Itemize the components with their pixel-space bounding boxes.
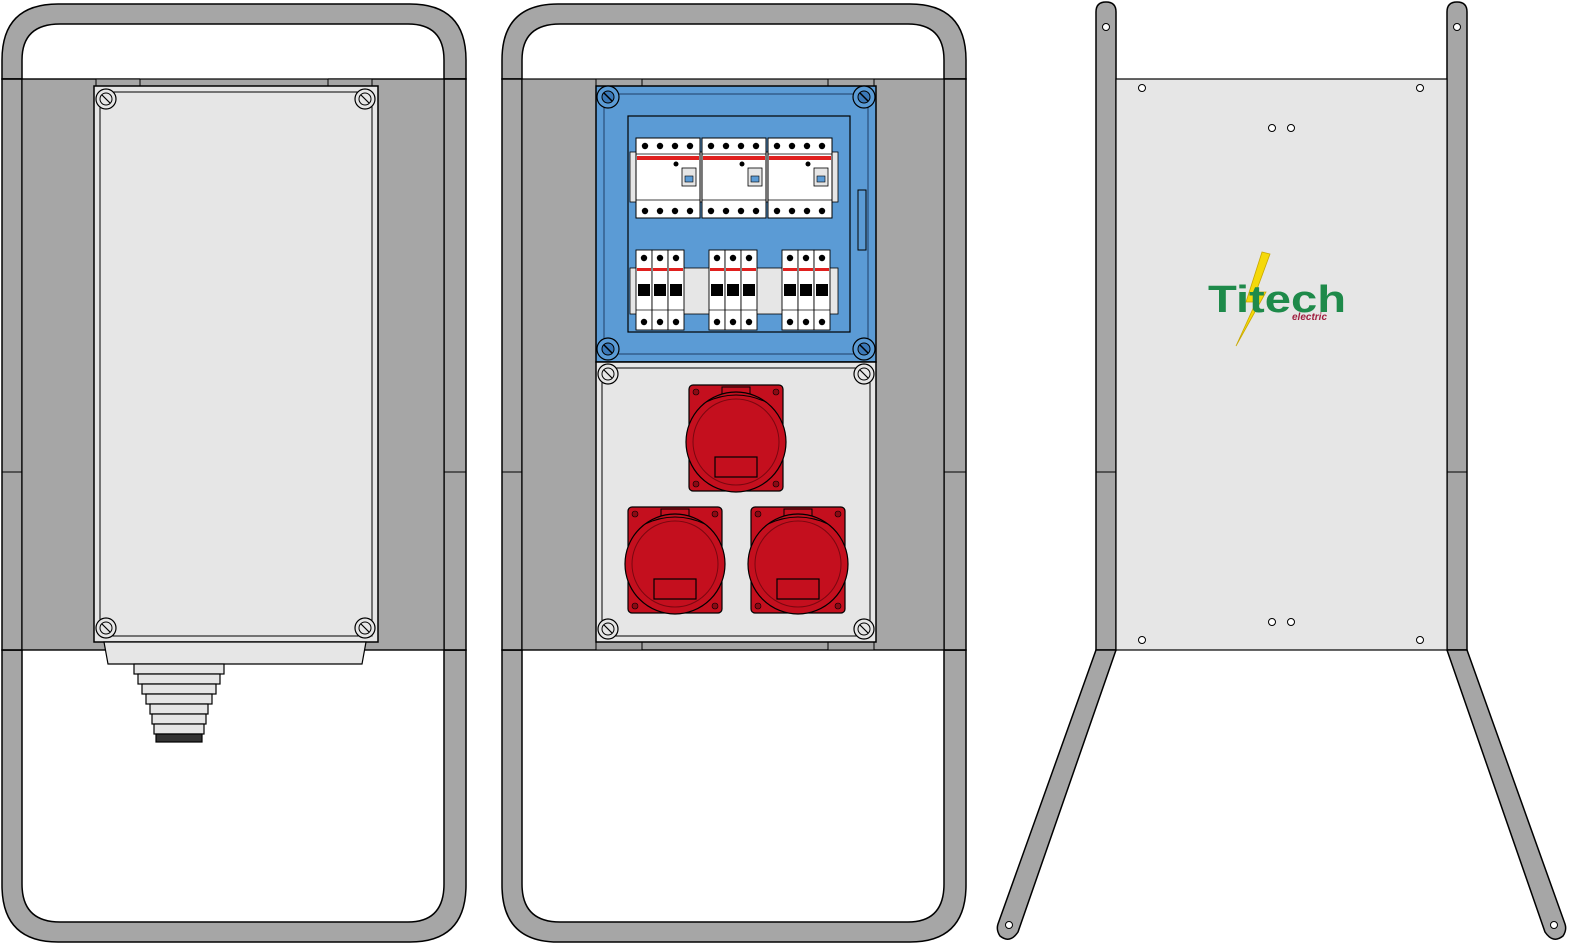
logo-icon: Titech electric [1208, 251, 1346, 347]
mcb-breaker-icon [708, 249, 726, 331]
back-view [1, 3, 467, 943]
rcd-breaker-icon [635, 137, 701, 219]
socket-icon [624, 506, 726, 615]
screw-icon [95, 88, 376, 639]
enclosure-icon [93, 85, 379, 665]
mcb-breaker-icon [724, 249, 742, 331]
socket-panel [595, 361, 877, 643]
mcb-breaker-icon [781, 249, 799, 331]
cable-gland-icon [133, 663, 225, 743]
mcb-breaker-icon [740, 249, 758, 331]
mcb-breaker-icon [651, 249, 669, 331]
screw-icon [597, 363, 875, 640]
socket-icon [685, 384, 787, 493]
mcb-breaker-icon [813, 249, 831, 331]
logo-tagline: electric [1292, 312, 1327, 323]
front-view [501, 3, 967, 943]
rcd-breaker-icon [701, 137, 767, 219]
mcb-breaker-icon [667, 249, 685, 331]
logo-brand: Titech [1208, 279, 1346, 321]
rcd-breaker-icon [767, 137, 833, 219]
mcb-breaker-icon [797, 249, 815, 331]
breaker-box-icon [595, 85, 877, 363]
mounting-plate-icon [1115, 78, 1448, 651]
mcb-breaker-icon [635, 249, 653, 331]
socket-icon [747, 506, 849, 615]
stand-icon [996, 1, 1567, 940]
side-view: Titech electric [996, 1, 1567, 940]
